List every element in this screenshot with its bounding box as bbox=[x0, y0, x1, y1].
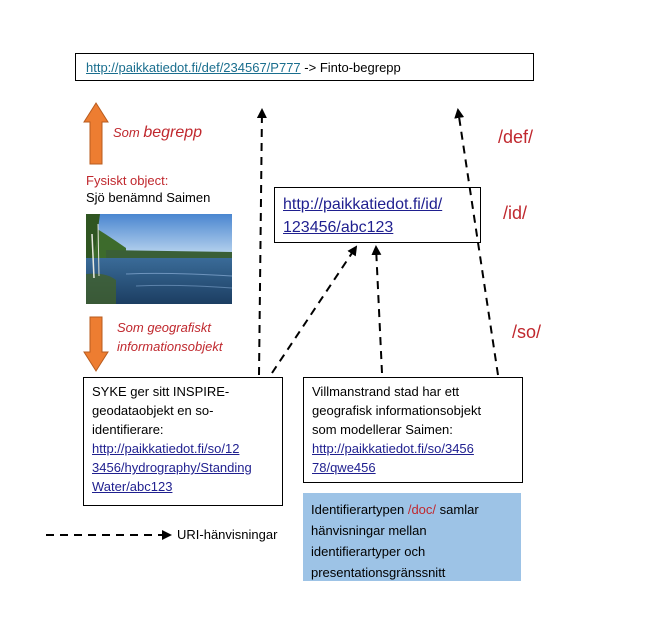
doc-info-box: Identifierartypen /doc/ samlar hänvisnin… bbox=[303, 493, 521, 581]
legend-label: URI-hänvisningar bbox=[177, 527, 278, 542]
id-uri-box: http://paikkatiedot.fi/id/ 123456/abc123 bbox=[274, 187, 481, 243]
vill-so-link[interactable]: http://paikkatiedot.fi/so/3456 78/qwe456 bbox=[312, 441, 474, 475]
som-geografiskt-label: Som geografiskt informationsobjekt bbox=[117, 318, 223, 356]
vill-to-def-arrow bbox=[454, 108, 499, 376]
syke-line1: SYKE ger sitt INSPIRE- bbox=[92, 384, 230, 399]
id-uri-line2: 123456/abc123 bbox=[283, 219, 394, 236]
doc-suffix: samlar bbox=[436, 502, 479, 517]
syke-link1: http://paikkatiedot.fi/so/12 bbox=[92, 441, 240, 456]
def-uri-box: http://paikkatiedot.fi/def/234567/P777 -… bbox=[75, 53, 534, 81]
som-geo-line2: informationsobjekt bbox=[117, 339, 223, 354]
villmanstrand-box: Villmanstrand stad har ett geografisk in… bbox=[303, 377, 523, 483]
sjo-label: Sjö benämnd Saimen bbox=[86, 190, 211, 205]
syke-line2: geodataobjekt en so- bbox=[92, 403, 214, 418]
begrepp-word: begrepp bbox=[143, 124, 203, 141]
syke-so-link[interactable]: http://paikkatiedot.fi/so/12 3456/hydrog… bbox=[92, 441, 252, 494]
doc-line4: presentationsgränssnitt bbox=[311, 565, 446, 580]
vill-line2: geografisk informationsobjekt bbox=[312, 403, 482, 418]
doc-line3: identifierartyper och bbox=[311, 544, 426, 559]
id-uri-link[interactable]: http://paikkatiedot.fi/id/ 123456/abc123 bbox=[283, 196, 442, 236]
syke-link2: 3456/hydrography/Standing bbox=[92, 460, 252, 475]
doc-line1: Identifierartypen /doc/ samlar bbox=[311, 499, 513, 520]
doc-prefix: Identifierartypen bbox=[311, 502, 408, 517]
doc-line2: hänvisningar mellan bbox=[311, 523, 427, 538]
som-begrepp-label: Som begrepp bbox=[113, 124, 202, 142]
som-geo-line1: Som geografiskt bbox=[117, 320, 211, 335]
vill-line3: som modellerar Saimen: bbox=[312, 422, 453, 437]
syke-to-id-arrow bbox=[271, 245, 358, 374]
syke-link3: Water/abc123 bbox=[92, 479, 173, 494]
doc-path: /doc/ bbox=[407, 502, 437, 517]
orange-up-arrow-icon bbox=[83, 102, 109, 165]
vill-link2: 78/qwe456 bbox=[312, 460, 376, 475]
lake-illustration bbox=[86, 214, 232, 304]
id-path-label: /id/ bbox=[503, 203, 528, 223]
vill-to-id-arrow bbox=[371, 245, 383, 374]
syke-to-def-arrow bbox=[256, 108, 267, 376]
syke-box: SYKE ger sitt INSPIRE- geodataobjekt en … bbox=[83, 377, 283, 506]
id-uri-line1: http://paikkatiedot.fi/id/ bbox=[283, 196, 443, 213]
orange-down-arrow-icon bbox=[83, 316, 109, 372]
vill-line1: Villmanstrand stad har ett bbox=[312, 384, 460, 399]
syke-line3: identifierare: bbox=[92, 422, 164, 437]
lake-saimen-image bbox=[86, 214, 232, 304]
def-path-label: /def/ bbox=[498, 127, 534, 147]
def-uri-link[interactable]: http://paikkatiedot.fi/def/234567/P777 bbox=[86, 60, 301, 75]
finto-label: -> Finto-begrepp bbox=[300, 60, 401, 75]
vill-link1: http://paikkatiedot.fi/so/3456 bbox=[312, 441, 474, 456]
fysiskt-object-label: Fysiskt object: bbox=[86, 173, 169, 188]
som-prefix: Som bbox=[113, 125, 144, 140]
so-path-label: /so/ bbox=[512, 322, 542, 342]
